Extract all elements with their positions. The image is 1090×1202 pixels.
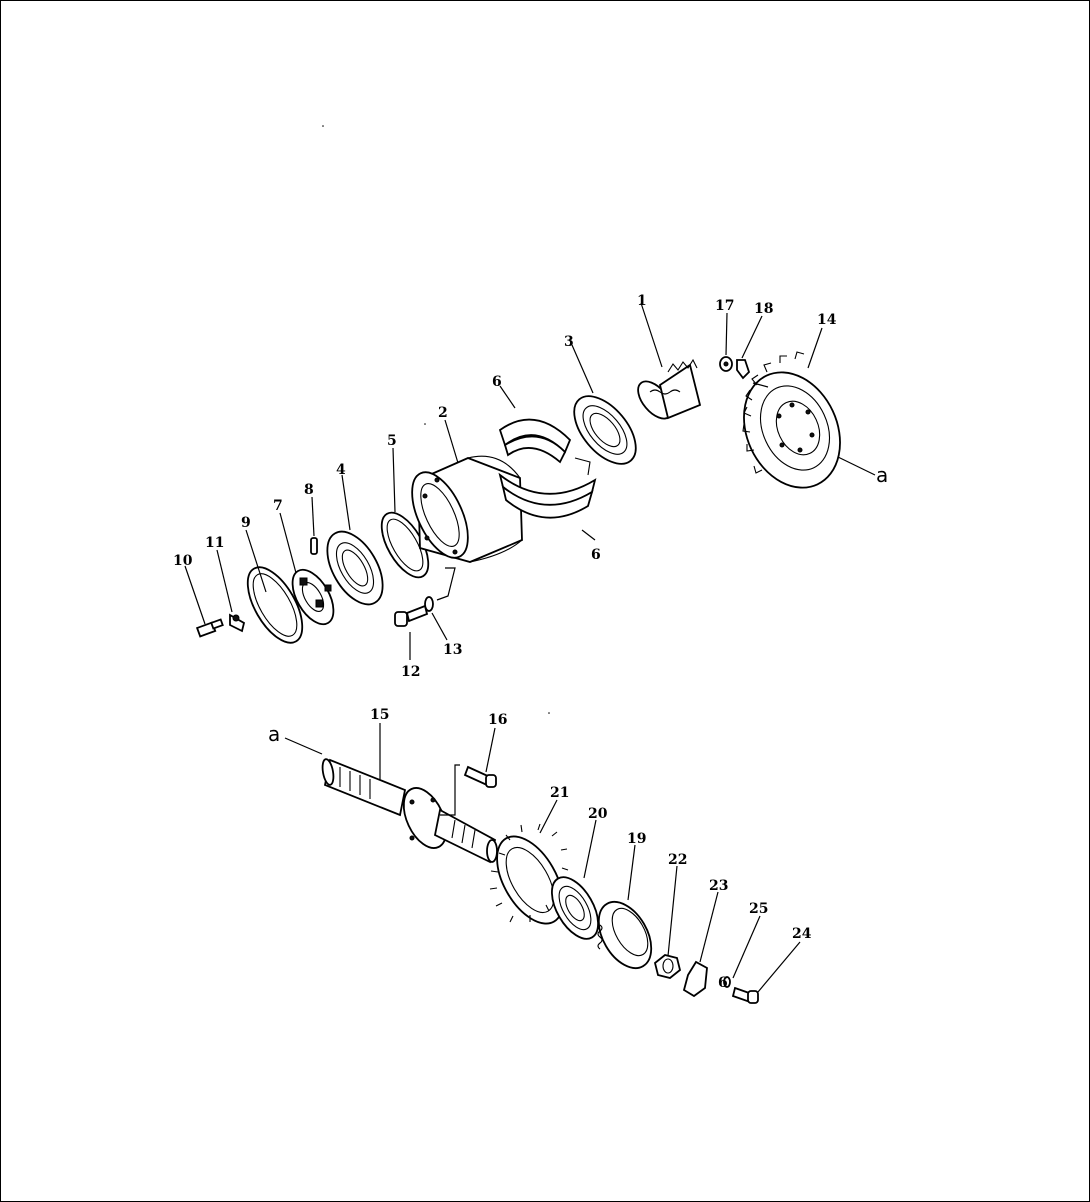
part-16-bolt [463, 765, 497, 788]
label-6-upper: 6 [492, 374, 502, 390]
label-9: 9 [241, 515, 251, 531]
label-14: 14 [817, 312, 837, 328]
speck [424, 423, 426, 425]
label-7: 7 [273, 498, 283, 514]
part-12-bolt [394, 604, 429, 627]
label-12: 12 [401, 664, 420, 680]
part-24-bolt [731, 986, 759, 1004]
label-11: 11 [205, 535, 224, 551]
part-7-retainer [291, 568, 335, 626]
part-10-bolt [195, 618, 224, 638]
label-25: 25 [749, 901, 768, 917]
part-6-shims-lower [498, 457, 597, 519]
part-17-nut [719, 356, 733, 372]
part-19-cage-nut [597, 901, 653, 969]
label-19: 19 [627, 831, 646, 847]
part-1-pinion [637, 358, 702, 420]
label-23: 23 [709, 878, 728, 894]
label-18: 18 [754, 301, 773, 317]
callout-labels: 1 2 3 4 5 6 6 7 8 9 10 11 12 13 14 15 16… [173, 293, 888, 991]
label-17: 17 [715, 298, 734, 314]
speck [322, 125, 324, 127]
part-15-shaft [321, 758, 498, 864]
part-2-housing [411, 455, 523, 563]
part-14-bevel-gear [742, 351, 841, 489]
label-8: 8 [304, 482, 314, 498]
label-a-upper: a [876, 463, 888, 487]
part-23-lock-washer [682, 960, 708, 998]
leader-lines-top [184, 302, 876, 660]
part-6-shims-upper [498, 418, 572, 464]
part-13-washer [424, 596, 434, 612]
label-10: 10 [173, 553, 193, 569]
part-25-washer [723, 976, 731, 988]
part-9-shim [246, 566, 304, 644]
label-a-lower: a [268, 722, 280, 746]
speck [548, 712, 550, 714]
part-22-nut [653, 954, 682, 979]
label-5: 5 [387, 433, 397, 449]
part-8-pin [310, 537, 318, 555]
label-2: 2 [438, 405, 448, 421]
part-4-bearing [326, 530, 384, 606]
label-4: 4 [336, 462, 346, 478]
label-21: 21 [550, 785, 569, 801]
label-6-small: 6 [718, 975, 728, 991]
label-3: 3 [564, 334, 574, 350]
label-24: 24 [792, 926, 812, 942]
label-16: 16 [488, 712, 507, 728]
label-13: 13 [443, 642, 462, 658]
part-21-gear-ring [489, 823, 569, 925]
label-15: 15 [370, 707, 389, 723]
part-18-lock [736, 359, 751, 380]
part-20-bearing [551, 876, 599, 940]
part-11-lock-plate [229, 613, 246, 633]
label-6-lower: 6 [591, 547, 601, 563]
label-1: 1 [637, 293, 647, 309]
label-20: 20 [588, 806, 608, 822]
leader-lines-bottom [284, 723, 801, 993]
label-22: 22 [668, 852, 687, 868]
part-3-bearing [573, 395, 637, 465]
